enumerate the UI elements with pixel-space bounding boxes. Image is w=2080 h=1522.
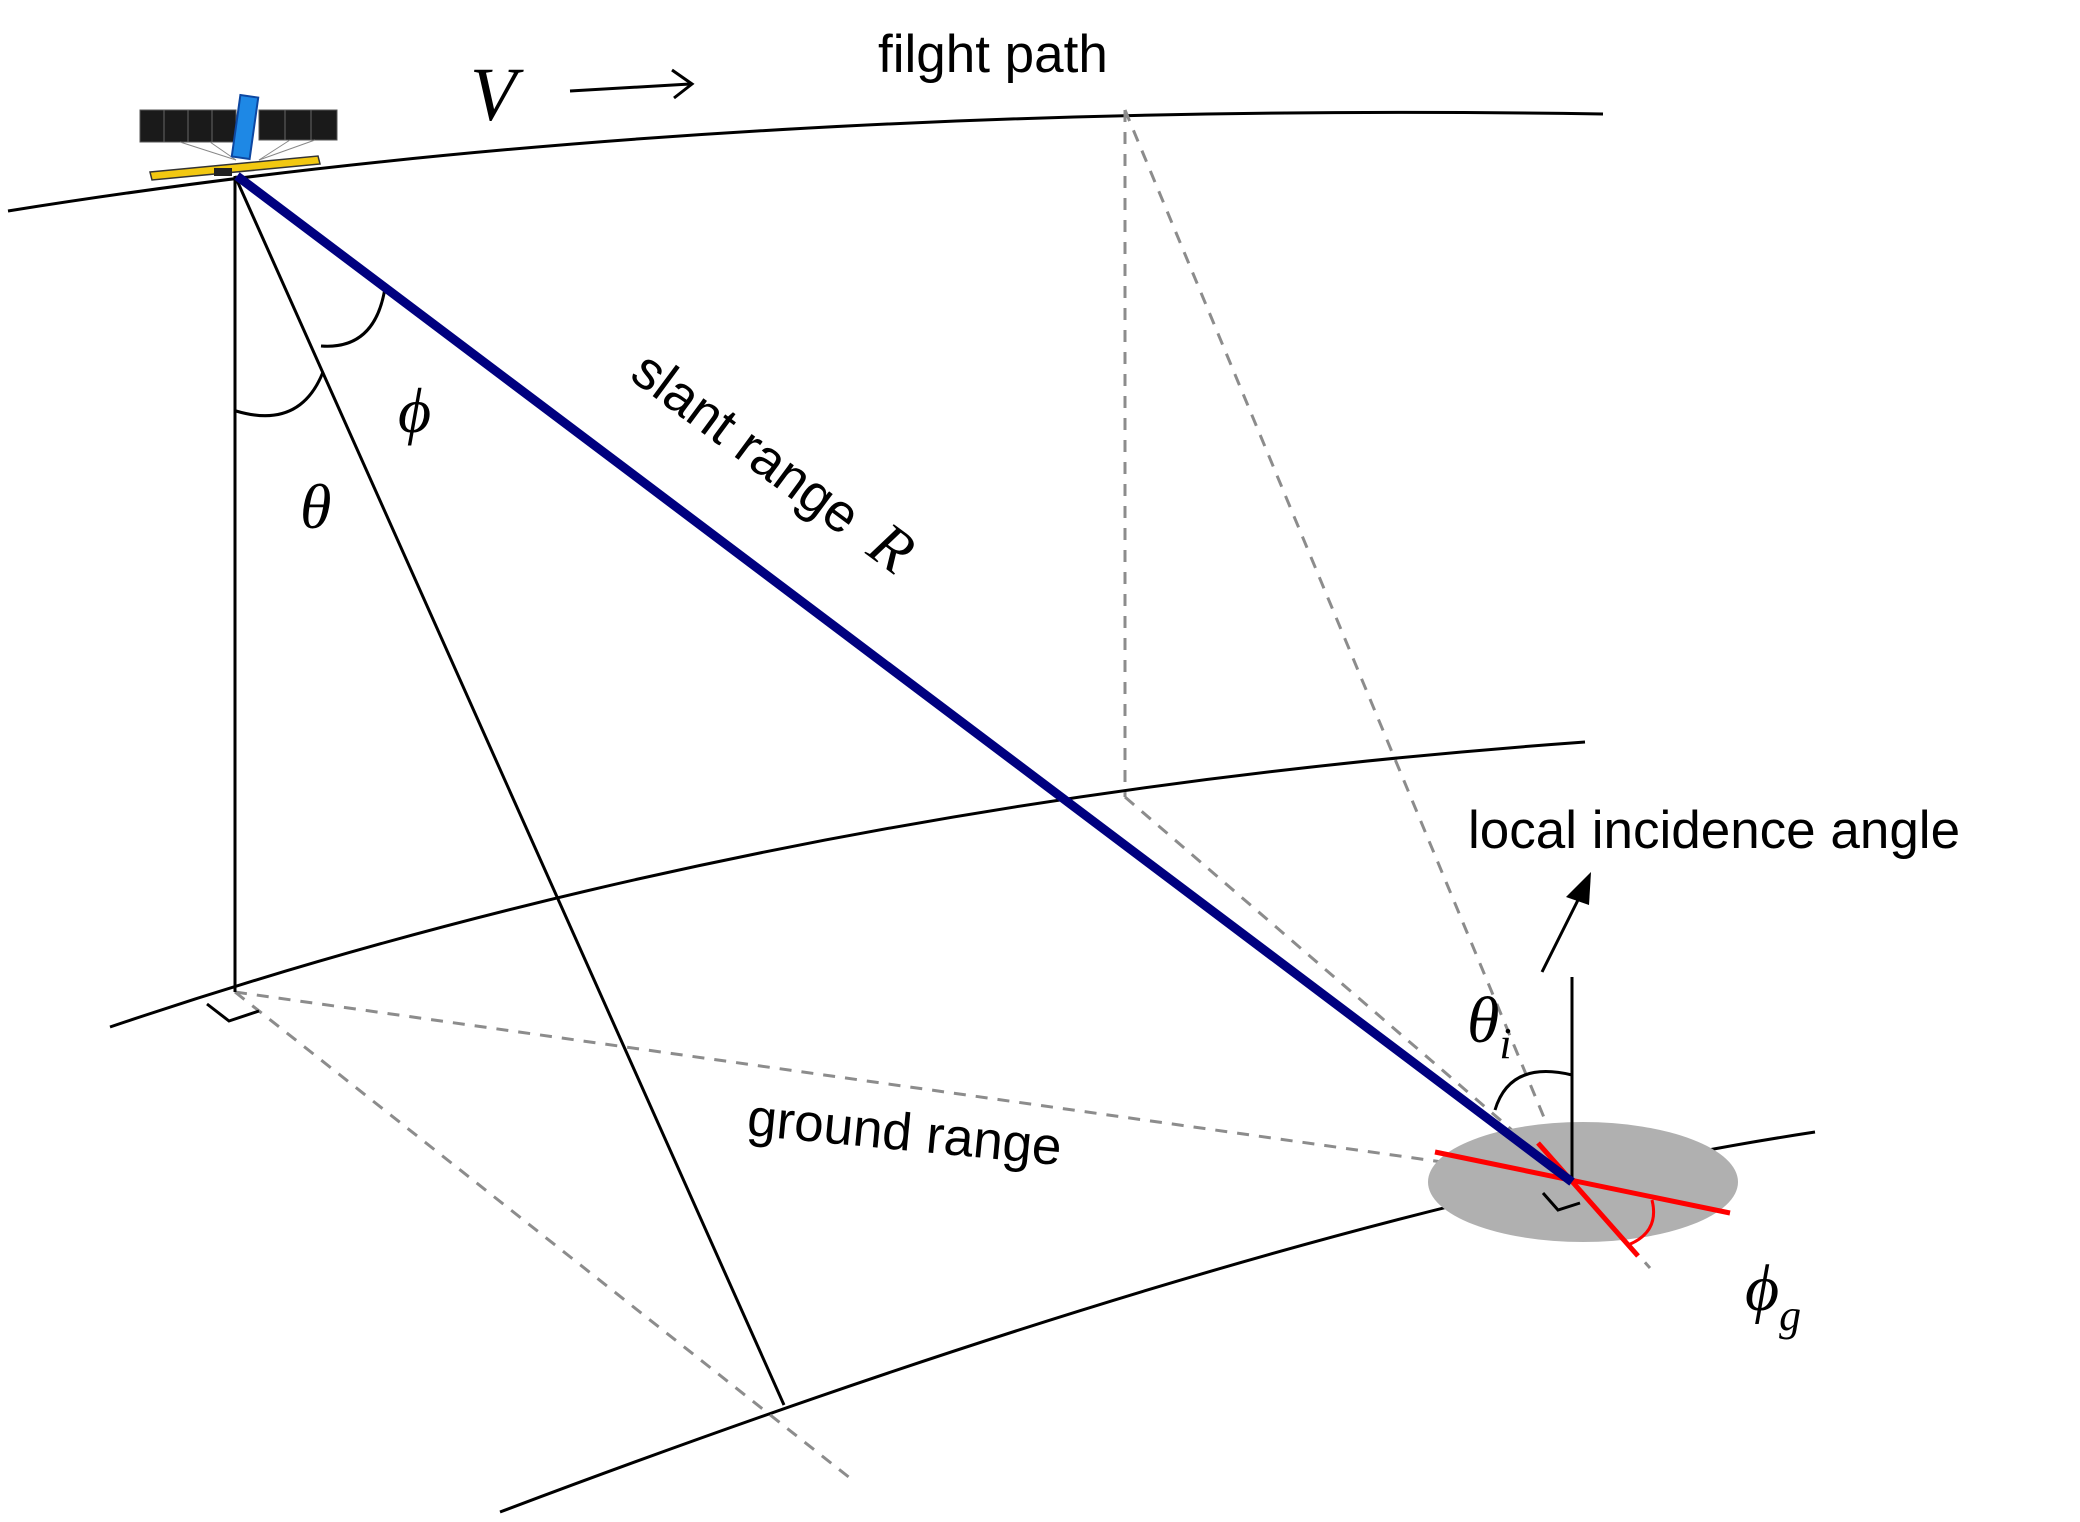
- target-right-angle: [1541, 1192, 1581, 1212]
- satellite-base: [149, 155, 321, 181]
- ground-angle-arc: [1627, 1199, 1655, 1247]
- slant-range-symbol: R: [855, 509, 927, 587]
- satellite-icon: [139, 93, 338, 181]
- ground-angle-line-1: [1434, 1149, 1731, 1216]
- dashed-ground-range: [234, 990, 1571, 1182]
- ground-angle-symbol: ϕg: [1745, 1252, 1801, 1340]
- solar-panel-right: [258, 109, 338, 141]
- theta-arc: [235, 371, 325, 418]
- slant-range-line: [234, 172, 1575, 1186]
- local-incidence-label: local incidence angle: [1468, 801, 1960, 860]
- satellite-antenna: [230, 93, 260, 161]
- far-ground-curve: [109, 740, 1586, 1029]
- look-angle-symbol: ϕ: [398, 375, 431, 446]
- velocity-arrow: [569, 68, 695, 100]
- incidence-angle-subscript: i: [1499, 1019, 1511, 1068]
- slant-range-text: slant range: [621, 339, 871, 546]
- off-nadir-angle-symbol: θ: [300, 471, 331, 542]
- incidence-arc: [1493, 1070, 1573, 1111]
- flight-path-curve: [7, 110, 1604, 213]
- dashed-ground-track-to-target: [1124, 795, 1571, 1182]
- dashed-helper-lines: [234, 109, 1652, 1484]
- dashed-beam-edge: [1123, 109, 1572, 1181]
- phi-arc: [320, 287, 387, 348]
- slant-range-label: slant range R: [620, 335, 927, 587]
- nadir-right-angle: [206, 1002, 260, 1023]
- solar-panel-left: [139, 109, 237, 143]
- ground-angle-line-2: [1536, 1141, 1640, 1258]
- velocity-label: V: [470, 53, 524, 137]
- look-direction-line: [233, 175, 786, 1406]
- incidence-arrow: [1540, 872, 1591, 973]
- ground-range-label: ground range: [745, 1088, 1065, 1177]
- ground-angle-subscript: g: [1779, 1291, 1801, 1340]
- flight-path-label: filght path: [878, 25, 1108, 84]
- incidence-angle-symbol: θi: [1467, 984, 1512, 1068]
